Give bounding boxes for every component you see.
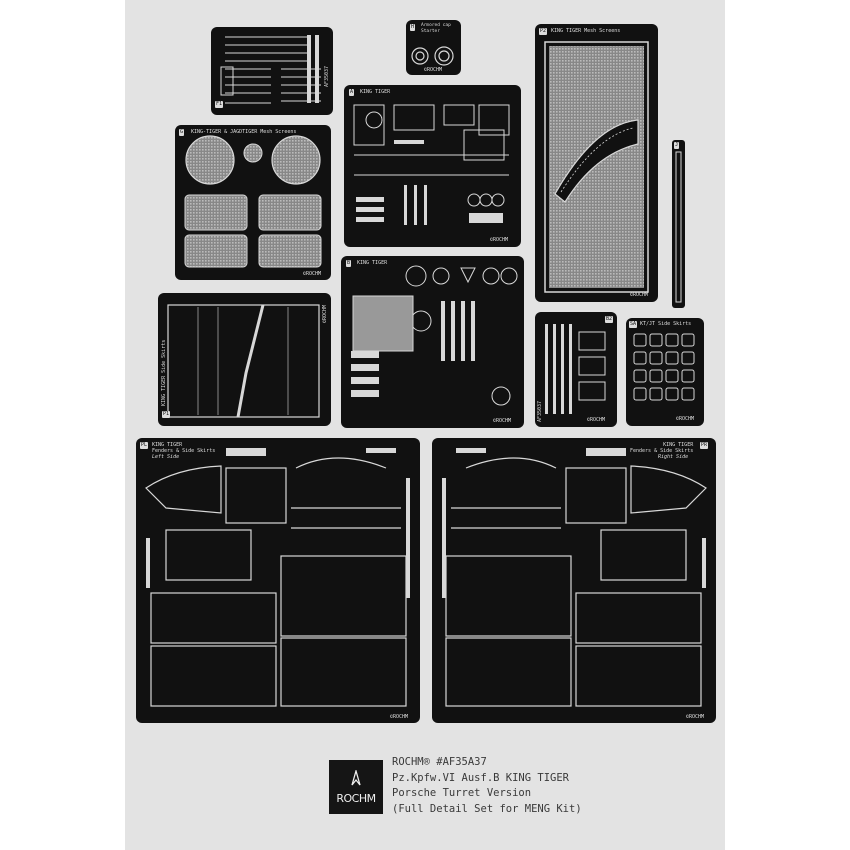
fret-sa-copyright: ©ROCHM [676, 416, 695, 422]
fret-a-parts [353, 104, 510, 225]
fret-h-label: Armored cap Starter [421, 23, 451, 34]
fret-h-tag: H [410, 24, 416, 31]
fret-g-parts [184, 135, 322, 268]
fret-b-parts [351, 265, 518, 406]
fret-p1: P1 KING TIGER Side Skirts ©ROCHM [158, 293, 331, 426]
fret-pr-copyright: ©ROCHM [686, 714, 705, 720]
fret-b2-copyright: ©ROCHM [587, 417, 606, 423]
fret-p2: P2 KING TIGER Mesh Screens ©ROCHM [535, 24, 658, 302]
fret-pr: PR KING TIGER Fenders & Side Skirts Righ… [432, 438, 716, 723]
fret-p1-tag: P1 [162, 411, 171, 418]
fret-h-copyright: ©ROCHM [424, 67, 443, 73]
fret-f1: F1 AF35037 [211, 27, 333, 115]
fret-b-tag: B [346, 260, 352, 267]
fret-b-label: KING TIGER [357, 260, 388, 266]
fret-g-copyright: ©ROCHM [303, 271, 322, 277]
rochm-logo-text: ROCHM [336, 792, 376, 805]
fret-f1-code: AF35037 [324, 65, 330, 87]
fret-pl-tag: PL [140, 442, 149, 449]
fret-a-copyright: ©ROCHM [490, 237, 509, 243]
fret-p2-tag: P2 [539, 28, 548, 35]
fret-sa-parts [633, 333, 695, 401]
fret-b2-code: AF35037 [537, 400, 543, 422]
fret-g-tag: G [179, 129, 185, 136]
fret-f1-tag: F1 [215, 101, 224, 108]
fret-pl-parts [145, 448, 410, 707]
caption-product-code: ROCHM® #AF35A37 [392, 756, 487, 768]
fret-p2-parts [544, 41, 649, 293]
fret-a-tag: A [349, 89, 355, 96]
fret-pr-tag: PR [700, 442, 709, 449]
fret-p2-copyright: ©ROCHM [630, 292, 649, 298]
fret-b: B KING TIGER ©ROCHM [341, 256, 524, 428]
caption-version: Porsche Turret Version [392, 787, 532, 799]
caption-model: Pz.Kpfw.VI Ausf.B KING TIGER [392, 771, 570, 784]
fret-sa-tag: SA [629, 321, 638, 328]
fret-b2: B2 AF35037 ©ROCHM [535, 312, 617, 427]
fret-b2-tag: B2 [605, 316, 614, 323]
fret-p2-label: KING TIGER Mesh Screens [551, 28, 621, 34]
fret-pl: PL KING TIGER Fenders & Side Skirts Left… [136, 438, 420, 723]
fret-pr-label: KING TIGER Fenders & Side Skirts [630, 442, 694, 454]
fret-pr-parts [442, 448, 707, 707]
fret-j: J [672, 140, 685, 308]
rochm-logo: ROCHM [329, 760, 383, 814]
fret-b-copyright: ©ROCHM [493, 418, 512, 424]
fret-p1-title: KING TIGER Side Skirts [161, 339, 167, 406]
fret-pl-copyright: ©ROCHM [390, 714, 409, 720]
fret-j-parts [675, 151, 682, 303]
fret-a: A KING TIGER ©ROCHM [344, 85, 521, 247]
fret-b2-parts [545, 324, 606, 414]
fret-p1-parts [167, 304, 320, 418]
fret-pr-side: Right Side [658, 454, 689, 460]
product-caption: ROCHM® #AF35A37 Pz.Kpfw.VI Ausf.B KING T… [392, 755, 582, 817]
fret-g-label: KING-TIGER & JAGDTIGER Mesh Screens [191, 129, 297, 135]
fret-sa: SA KT/JT Side Skirts ©ROCHM [626, 318, 704, 426]
rochm-logo-mark [351, 770, 361, 786]
fret-pl-label: KING TIGER Fenders & Side Skirts [152, 442, 216, 454]
fret-h-parts [411, 46, 454, 66]
caption-kit-note: (Full Detail Set for MENG Kit) [392, 802, 582, 815]
fret-pl-side: Left Side [152, 454, 180, 460]
fret-a-label: KING TIGER [360, 89, 391, 95]
fret-f1-parts [220, 35, 321, 104]
fret-g: G KING-TIGER & JAGDTIGER Mesh Screens ©R… [175, 125, 331, 280]
fret-j-tag: J [674, 142, 680, 149]
fret-sa-label: KT/JT Side Skirts [640, 321, 692, 327]
fret-h: H Armored cap Starter ©ROCHM [406, 20, 461, 75]
fret-p1-copyright: ©ROCHM [322, 304, 328, 323]
